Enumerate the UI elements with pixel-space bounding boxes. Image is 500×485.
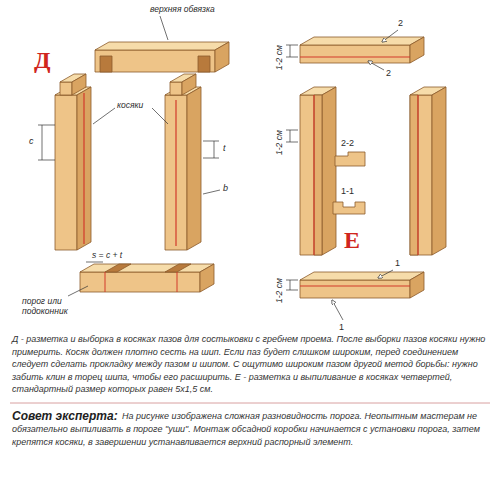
jamb-post [410,95,418,255]
frame-illustration [55,37,446,298]
callout-number: 1 [395,258,400,269]
dimension-letter: b [223,183,228,194]
sill-beam [410,272,424,298]
sill-beam [300,280,410,298]
leader-lines [93,108,115,124]
part-name: косяки [117,100,143,110]
jamb-post [165,74,201,250]
jamb-post [77,87,91,250]
leader-lines [290,280,291,290]
section-label: 1-1 [341,186,354,197]
jamb-post [187,87,201,250]
leader-lines [286,142,298,143]
separator-rule [10,403,490,404]
leader-lines [38,160,55,161]
dimension-letter: t [223,143,226,154]
leader-lines [290,130,291,142]
leader-lines [382,30,398,42]
sill-beam [177,272,178,292]
tip-heading: Совет эксперта: [12,410,118,423]
leader-lines [152,108,168,124]
jamb-post [417,95,418,255]
dimension-label: 1-2 см [274,278,284,303]
jamb-post [83,93,84,244]
section-label: 2-2 [341,138,354,149]
dimension-formula: s = c + t [92,250,122,260]
leader-lines [203,190,220,194]
jamb-post [410,95,432,255]
leader-lines [42,125,43,160]
top-rail-beam [95,50,215,72]
dimension-label: 1-2 см [274,45,284,70]
leader-lines [378,270,393,278]
leader-lines [86,262,103,263]
top-rail-beam [198,56,210,72]
top-rail-beam [95,42,229,72]
figure-letter: Е [344,226,360,255]
top-rail-beam [100,56,112,72]
tip-body: На рисунке изображена сложная разновидно… [12,410,484,449]
leader-lines [290,45,291,57]
top-rail-beam [410,37,424,63]
dimension-label: 1-2 см [274,130,284,155]
leader-lines [38,16,398,320]
sill-beam [300,285,410,286]
jamb-post [300,87,336,255]
jamb-post [60,82,72,95]
leader-lines [286,280,298,281]
leader-lines [286,45,298,46]
figure-caption: Д - разметка и выборка в косяках пазов д… [12,333,488,396]
top-rail-beam [300,37,424,63]
sill-beam [300,272,424,280]
top-rail-beam [300,45,410,63]
jamb-post [170,82,182,95]
section-profile [333,202,365,214]
leader-lines [214,141,215,158]
callout-number: 2 [398,18,403,29]
leader-lines [368,61,384,70]
dimension-letter: c [29,136,34,147]
leader-lines [68,286,88,296]
leader-lines [203,141,219,142]
callout-number: 1 [339,322,344,333]
jamb-post [165,95,187,250]
sill-beam [80,272,200,292]
sill-beam [80,264,214,272]
sill-beam [105,264,131,272]
leader-lines [332,300,343,320]
part-name: порог или подоконник [22,296,84,316]
sill-beam [105,272,106,292]
jamb-post [313,95,314,255]
top-rail-beam [300,56,410,57]
figure-letter: Д [34,46,51,75]
top-rail-beam [300,37,424,45]
jamb-post [322,87,336,255]
top-rail-beam [95,42,229,50]
jamb-post [432,87,446,255]
jamb-post [72,74,86,95]
jamb-post [410,87,446,255]
sill-beam [200,264,214,292]
leader-lines [286,290,298,291]
jamb-post [300,95,322,255]
sill-beam [165,264,191,272]
jamb-post [182,74,196,95]
section-profile [335,152,365,166]
leader-lines [286,130,298,131]
sill-beam [80,264,214,292]
sill-beam [300,272,424,298]
leader-lines [286,57,298,58]
leader-lines [38,125,55,126]
jamb-post [314,95,322,255]
part-name: верхняя обвязка [150,4,215,14]
jamb-post [175,100,176,246]
leader-lines [203,158,219,159]
jamb-post [55,95,77,250]
top-rail-beam [215,42,229,72]
callout-number: 2 [386,68,391,79]
leader-lines [160,16,168,40]
jamb-post [55,74,91,250]
